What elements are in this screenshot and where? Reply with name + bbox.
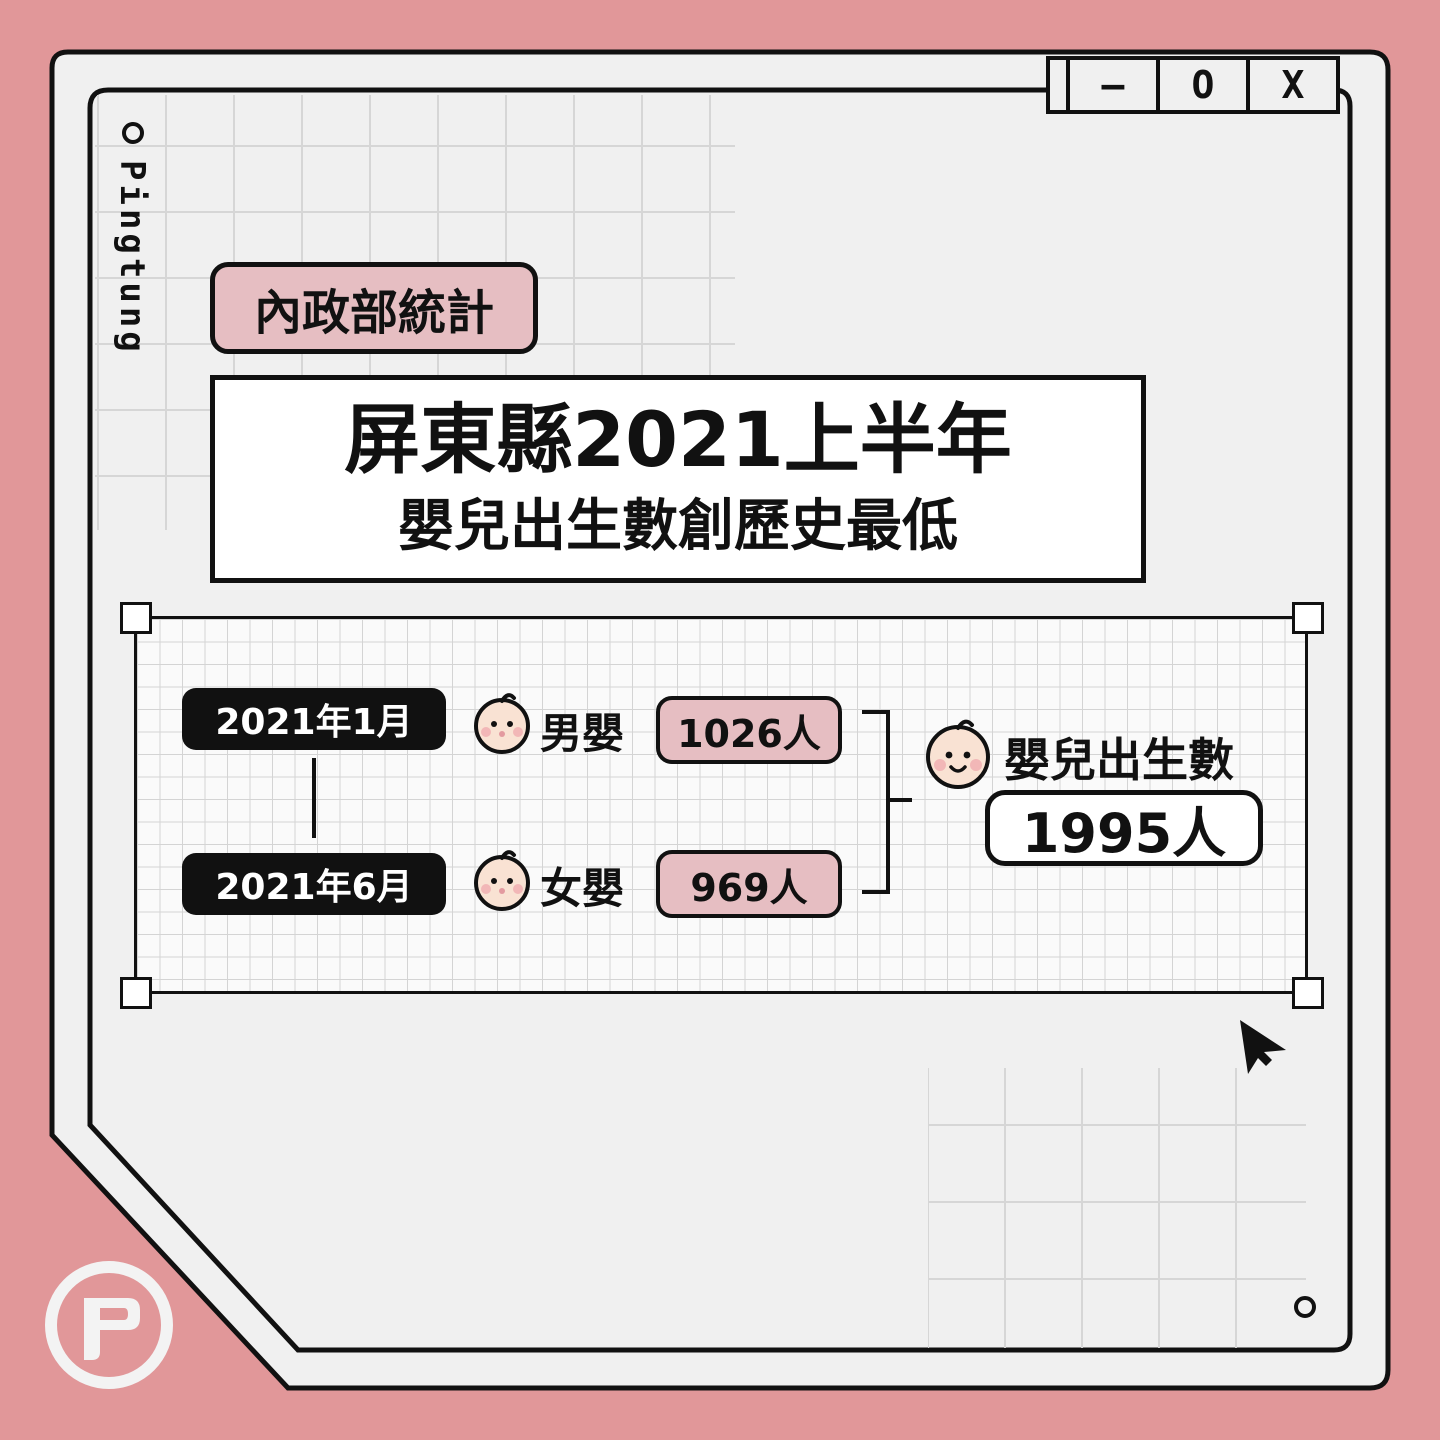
resize-handle-bottom-left[interactable] [120,977,152,1009]
cursor-arrow-icon [1240,1020,1286,1074]
corner-dot-icon [122,122,144,144]
window-controls: — O X [1046,56,1340,114]
baby-face-icon [474,850,530,911]
brand-logo-icon [45,1261,173,1389]
total-label: 嬰兒出生數 [1004,733,1234,787]
background-grid-bottom-right [928,1068,1306,1348]
female-label: 女嬰 [540,864,625,913]
sum-bracket [862,710,912,894]
male-count-pill: 1026人 [656,696,842,764]
minimize-button[interactable]: — [1070,60,1160,110]
title-box: 屏東縣2021上半年 嬰兒出生數創歷史最低 [210,375,1146,583]
male-label: 男嬰 [540,709,625,758]
corner-dot-icon [1294,1296,1316,1318]
baby-face-icon [474,693,530,754]
maximize-button[interactable]: O [1160,60,1250,110]
brand-vertical-text: Pingtung [112,160,152,356]
start-date-pill: 2021年1月 [182,688,446,750]
close-button[interactable]: X [1281,63,1305,107]
title-line-2: 嬰兒出生數創歷史最低 [398,494,958,559]
baby-smile-icon [926,719,990,789]
title-line-1: 屏東縣2021上半年 [344,395,1012,484]
end-date-pill: 2021年6月 [182,853,446,915]
resize-handle-bottom-right[interactable] [1292,977,1324,1009]
date-connector-line [312,758,316,838]
source-tag: 內政部統計 [210,262,538,354]
resize-handle-top-left[interactable] [120,602,152,634]
resize-handle-top-right[interactable] [1292,602,1324,634]
total-count-box: 1995人 [985,790,1263,866]
female-count-pill: 969人 [656,850,842,918]
